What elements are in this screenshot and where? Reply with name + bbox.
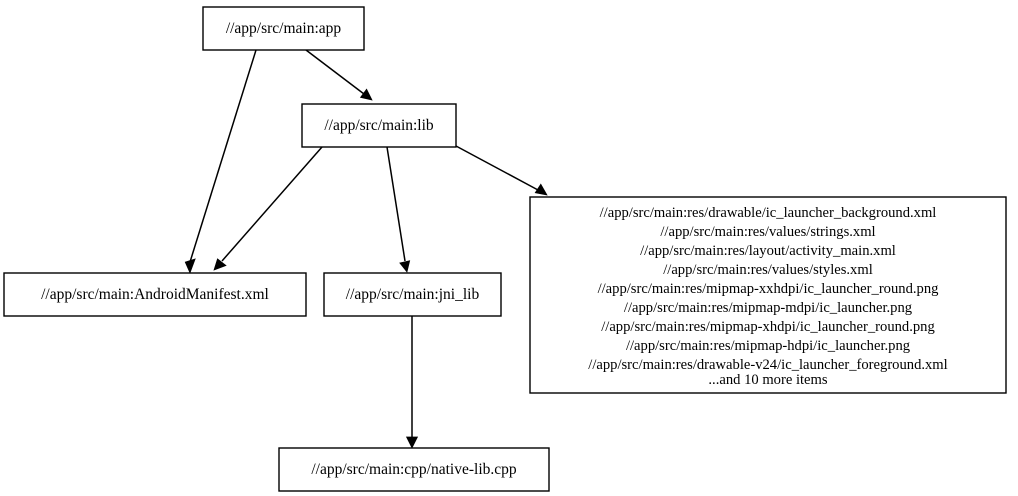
node-jni-lib[interactable]: //app/src/main:jni_lib <box>323 272 502 317</box>
node-label-line-5: //app/src/main:res/mipmap-xxhdpi/ic_laun… <box>598 281 940 297</box>
node-label: //app/src/main:cpp/native-lib.cpp <box>311 461 517 478</box>
node-label-line-9: //app/src/main:res/drawable-v24/ic_launc… <box>588 357 947 373</box>
arrowhead-icon <box>184 258 196 274</box>
edge-line <box>189 49 257 263</box>
node-label-line-4: //app/src/main:res/values/styles.xml <box>663 262 873 278</box>
arrowhead-icon <box>399 260 411 273</box>
node-label-line-3: //app/src/main:res/layout/activity_main.… <box>640 243 896 259</box>
node-box[interactable] <box>529 196 1007 394</box>
node-label-line-6: //app/src/main:res/mipmap-mdpi/ic_launch… <box>624 300 913 316</box>
node-label-line-10: ...and 10 more items <box>708 372 827 388</box>
edge-line <box>305 49 365 95</box>
node-box[interactable] <box>3 272 307 317</box>
edge-app-to-lib <box>305 49 373 101</box>
node-res-group[interactable]: //app/src/main:res/drawable/ic_launcher_… <box>529 196 1007 394</box>
edge-lib-to-res-group <box>455 145 548 196</box>
node-label-line-2: //app/src/main:res/values/strings.xml <box>660 224 875 240</box>
node-box[interactable] <box>202 6 365 51</box>
arrowhead-icon <box>405 436 419 449</box>
node-app[interactable]: //app/src/main:app <box>202 6 365 51</box>
node-lib[interactable]: //app/src/main:lib <box>301 103 457 148</box>
node-box[interactable] <box>323 272 502 317</box>
node-label-line-7: //app/src/main:res/mipmap-xhdpi/ic_launc… <box>601 319 935 335</box>
node-label-line-8: //app/src/main:res/mipmap-hdpi/ic_launch… <box>626 338 911 354</box>
node-box[interactable] <box>301 103 457 148</box>
graph-nodes: //app/src/main:app //app/src/main:lib //… <box>3 6 1007 492</box>
edge-line <box>386 146 406 262</box>
node-label: //app/src/main:app <box>226 20 342 37</box>
edge-line <box>455 145 539 191</box>
arrowhead-icon <box>213 258 227 271</box>
node-box[interactable] <box>278 447 550 492</box>
edge-lib-to-jni-lib <box>386 146 411 273</box>
graph-edges <box>184 49 548 449</box>
node-label-line-1: //app/src/main:res/drawable/ic_launcher_… <box>600 205 937 221</box>
node-label: //app/src/main:jni_lib <box>346 286 480 303</box>
node-android-manifest[interactable]: //app/src/main:AndroidManifest.xml <box>3 272 307 317</box>
arrowhead-icon <box>359 88 373 101</box>
node-native-lib[interactable]: //app/src/main:cpp/native-lib.cpp <box>278 447 550 492</box>
edge-app-to-manifest <box>184 49 257 274</box>
arrowhead-icon <box>534 183 548 196</box>
edge-lib-to-manifest <box>213 146 323 271</box>
node-label: //app/src/main:lib <box>324 117 434 134</box>
node-label: //app/src/main:AndroidManifest.xml <box>41 286 269 303</box>
edge-line <box>221 146 323 262</box>
edge-jni-lib-to-native-lib <box>405 316 419 449</box>
